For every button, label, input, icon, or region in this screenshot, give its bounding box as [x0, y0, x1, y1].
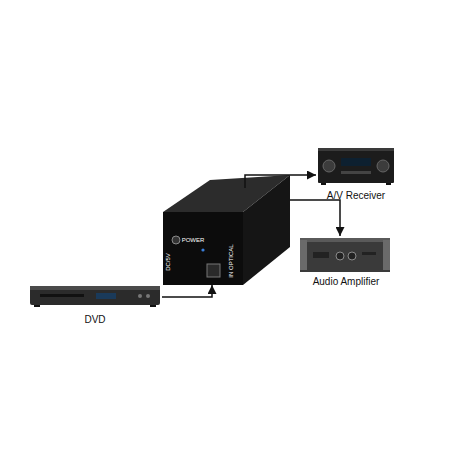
splitter-node: POWER DC/5V IN OPTICAL [163, 188, 290, 285]
signal-arrow [290, 200, 340, 236]
device-label: DVD [84, 314, 105, 326]
av-receiver [318, 148, 394, 185]
player-node: DVD [28, 282, 162, 326]
splitter-box [163, 175, 290, 285]
panel-label-holder: IN OPTICAL [228, 244, 235, 277]
panel-label-holder: DC/5V [165, 253, 172, 271]
signal-arrow [245, 175, 316, 188]
audio-amplifier [300, 238, 390, 272]
amplifier-node: Audio Amplifier [298, 236, 394, 288]
panel-label: IN OPTICAL [228, 244, 235, 277]
device-label: Audio Amplifier [313, 276, 380, 288]
panel-label: POWER [182, 237, 205, 244]
signal-arrow [162, 285, 212, 297]
device-label: A/V Receiver [327, 190, 385, 202]
dvd-player [30, 286, 160, 307]
panel-label-holder: POWER [182, 237, 205, 244]
receiver-node: A/V Receiver [316, 146, 396, 202]
panel-label: DC/5V [165, 253, 172, 271]
